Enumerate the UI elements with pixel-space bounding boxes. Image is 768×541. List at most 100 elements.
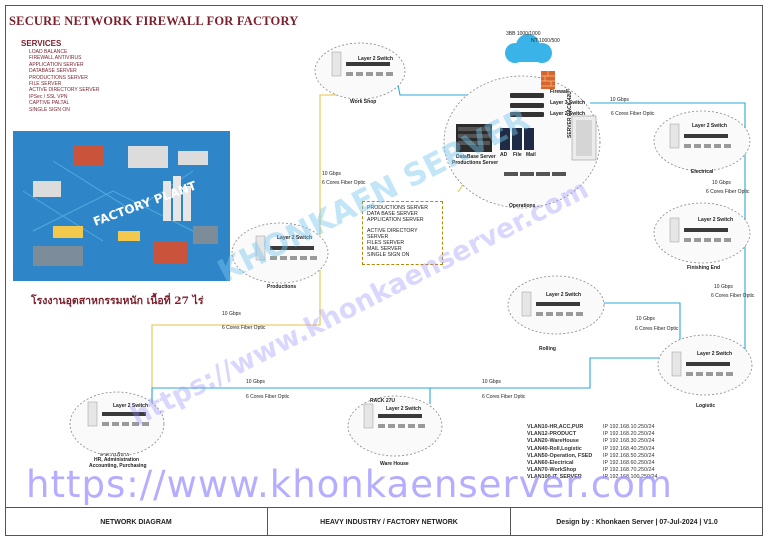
zone-workshop (314, 42, 406, 100)
hr-label-1: HR, Administration (94, 457, 140, 463)
vlan-ip: IP 192.168.20.250/24 (603, 431, 655, 438)
mail-label: Mail (526, 152, 536, 158)
link-speed-label: 10 Gbps (246, 379, 265, 385)
service-item: DATABASE SERVER (29, 68, 77, 75)
link-fiber-label: 6 Cores Fiber Optic (706, 189, 750, 195)
service-item: ACTIVE DIRECTORY SERVER (29, 87, 100, 94)
vlan-table: VLAN10-HR,ACC,PUR IP 192.168.10.250/24 VL… (527, 424, 697, 482)
vlan-ip: IP 192.168.60.250/24 (603, 460, 655, 467)
link-fiber-label: 6 Cores Fiber Optic (482, 394, 526, 400)
finishing-label: Finishing End (687, 265, 721, 271)
server-item: DATA BASE SERVER (367, 211, 418, 218)
vlan-name: VLAN50-Operation, FSED (527, 452, 593, 459)
link-productions-hr (151, 270, 321, 404)
l3-switch-label: Layer 3 Switch (550, 100, 586, 106)
link-fiber-label: 6 Cores Fiber Optic (222, 325, 266, 331)
warehouse-rack-label: RACK 27U (370, 398, 396, 404)
firewall-label: Firewall (550, 89, 569, 95)
file-label: File (513, 152, 522, 158)
watermark-url: https://www.khonkaenserver.com (26, 463, 673, 506)
operations-switch-icons (504, 172, 566, 176)
warehouse-label: Ware House (380, 461, 409, 467)
link-speed-label: 10 Gbps (222, 311, 241, 317)
vlan-ip: IP 192.168.50.250/24 (603, 452, 655, 459)
productions-label: Productions (267, 284, 297, 290)
db-server-caption: DataBase Server (456, 154, 496, 160)
vlan-name: VLAN60-Electrical (527, 460, 574, 467)
prod-server-caption: Productions Server (452, 160, 499, 166)
electrical-label: Electrical (691, 169, 714, 175)
link-warehouse-logistic (430, 357, 718, 389)
server-item: FILES SERVER (367, 240, 405, 247)
link-fiber-label: 6 Cores Fiber Optic (711, 293, 755, 299)
vlan-row: VLAN20-WareHouse IP 192.168.30.250/24 (527, 438, 697, 445)
link-fiber-label: 6 Cores Fiber Optic (611, 111, 655, 117)
service-item: IPSec / SSL VPN (29, 93, 68, 100)
link-speed-label: 10 Gbps (610, 97, 629, 103)
link-fiber-label: 6 Cores Fiber Optic (635, 326, 679, 332)
vlan-row: VLAN12-PRODUCT IP 192.168.20.250/24 (527, 431, 697, 438)
footer-right: Design by : Khonkaen Server | 07-Jul-202… (556, 518, 718, 526)
service-item: PRODUCTIONS SERVER (29, 74, 88, 81)
isp1-label: 3BB 1000/1000 (506, 31, 541, 37)
zone-rack-switch-icon (363, 403, 425, 429)
vlan-name: VLAN100-IT, SERVER (527, 474, 582, 481)
factory-illustration: FACTORY PLANT (13, 131, 230, 281)
zone-rack-switch-icon (669, 217, 731, 243)
server-list-box: PRODUCTIONS SERVER DATA BASE SERVER APPL… (362, 201, 443, 265)
vlan-ip: IP 192.168.70.250/24 (603, 467, 655, 474)
vlan-row: VLAN60-Electrical IP 192.168.60.250/24 (527, 460, 697, 467)
isp2-label: NT 1000/500 (531, 38, 560, 44)
vlan-ip: IP 192.168.10.250/24 (603, 424, 655, 430)
vlan-name: VLAN12-PRODUCT (527, 431, 577, 438)
zone-rack-switch-icon (669, 123, 731, 149)
factory-illustration-art: FACTORY PLANT (13, 131, 230, 281)
vlan-row: VLAN100-IT, SERVER IP 192.168.100.250/24 (527, 474, 697, 481)
page-frame (5, 5, 763, 536)
vlan-ip: IP 192.168.30.250/24 (603, 438, 655, 445)
services-list: LOAD BALANCE FIREWALL ANTIVIRUS APPLICAT… (29, 49, 99, 113)
page-title: SECURE NETWORK FIREWALL FOR FACTORY (9, 14, 299, 28)
ad-label: AD (500, 152, 508, 158)
link-speed-label: 10 Gbps (636, 316, 655, 322)
service-item: CAPTIVE PALTAL (29, 100, 70, 107)
vlan-name: VLAN20-WareHouse (527, 438, 579, 445)
zone-rack-switch-icon (671, 351, 733, 377)
zone-rack-switch-icon (255, 235, 317, 261)
footer-left: NETWORK DIAGRAM (5, 508, 268, 536)
zone-rack-switch-icon (87, 401, 149, 427)
link-speed-label: 10 Gbps (714, 284, 733, 290)
footer-bar: NETWORK DIAGRAM HEAVY INDUSTRY / FACTORY… (5, 507, 763, 536)
link-speed-label: 10 Gbps (712, 180, 731, 186)
vlan-row: VLAN10-HR,ACC,PUR IP 192.168.10.250/24 (527, 424, 697, 431)
vlan-name: VLAN10-HR,ACC,PUR (527, 424, 584, 430)
firewall-icon (541, 71, 555, 89)
rolling-label: Rolling (539, 346, 556, 352)
server-item: PRODUCTIONS SERVER (367, 205, 429, 211)
server-rack-icon (571, 115, 597, 161)
hr-thai-label: อาคารบริหาร (100, 452, 130, 458)
service-item: FIREWALL ANTIVIRUS (29, 55, 82, 62)
vlan-ip: IP 192.168.100.250/24 (603, 474, 658, 481)
server-item: ACTIVE DIRECTORY SERVER (367, 227, 418, 240)
workshop-label: Work Shop (350, 99, 377, 105)
core-l2-switch-label: Layer 2 Switch (550, 111, 586, 117)
server-item: MAIL SERVER (367, 246, 402, 253)
vlan-row: VLAN70-WorkShop IP 192.168.70.250/24 (527, 467, 697, 474)
vlan-name: VLAN70-WorkShop (527, 467, 577, 474)
logistic-switch-label: Layer 2 Switch (697, 351, 733, 357)
link-speed-label: 10 Gbps (322, 171, 341, 177)
service-item: APPLICATION SERVER (29, 61, 84, 68)
service-item: SINGLE SIGN ON (29, 106, 70, 113)
vlan-row: VLAN50-Operation, FSED IP 192.168.50.250/… (527, 453, 697, 460)
vlan-name: VLAN40-Roll,Logistic (527, 445, 582, 452)
zone-rack-switch-icon (521, 291, 583, 317)
rolling-switch-label: Layer 2 Switch (546, 292, 582, 298)
electrical-switch-label: Layer 2 Switch (692, 123, 728, 129)
logistic-label: Logistic (696, 403, 716, 409)
vlan-ip: IP 192.168.40.250/24 (603, 445, 655, 452)
warehouse-switch-label: Layer 2 Switch (386, 406, 422, 412)
server-group-icon (456, 124, 534, 152)
finishing-switch-label: Layer 2 Switch (698, 217, 734, 223)
